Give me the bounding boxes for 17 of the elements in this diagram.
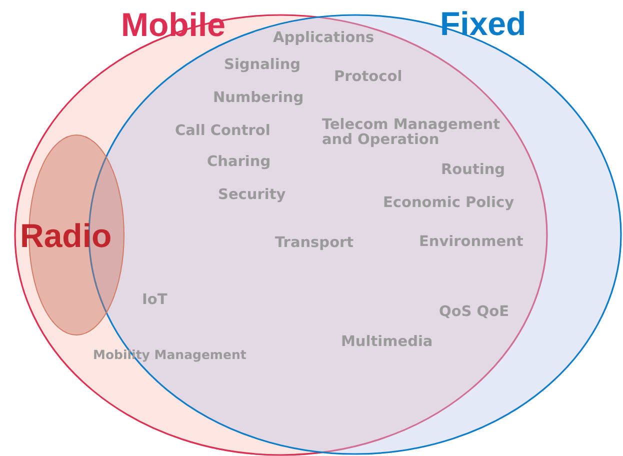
topic-label: Telecom Management and Operation — [322, 118, 502, 148]
topic-label: QoS QoE — [439, 305, 509, 320]
topic-label: IoT — [142, 293, 168, 308]
topic-label: Security — [218, 188, 286, 204]
topic-label: Charing — [207, 155, 271, 170]
topic-label: Multimedia — [341, 335, 433, 350]
topic-label: Transport — [275, 236, 354, 252]
topic-label: Environment — [419, 235, 524, 250]
topic-label: Signaling — [224, 58, 301, 74]
topic-label: Applications — [273, 31, 374, 46]
topic-label: Call Control — [175, 124, 270, 140]
topic-label: Protocol — [334, 70, 402, 86]
topic-label: Routing — [441, 163, 506, 178]
topic-label: Economic Policy — [383, 196, 514, 212]
topic-label: Numbering — [213, 91, 304, 106]
set-title: Mobile — [121, 8, 226, 41]
set-title: Fixed — [440, 7, 526, 40]
